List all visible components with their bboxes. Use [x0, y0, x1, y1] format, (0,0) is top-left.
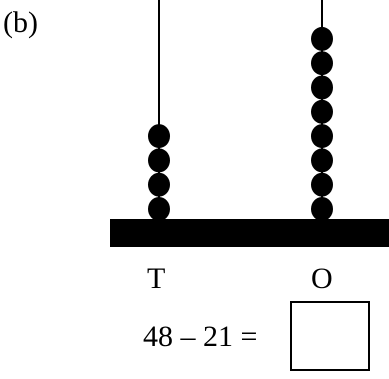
ones-bead	[311, 99, 333, 124]
abacus-base	[110, 219, 389, 247]
ones-bead	[311, 124, 333, 149]
ones-bead	[311, 172, 333, 197]
answer-box[interactable]	[290, 301, 370, 371]
ones-beads	[311, 26, 333, 221]
ones-bead	[311, 26, 333, 51]
tens-beads	[148, 124, 170, 221]
tens-bead	[148, 124, 170, 149]
tens-bead	[148, 197, 170, 221]
tens-bead	[148, 172, 170, 197]
ones-bead	[311, 197, 333, 221]
ones-bead	[311, 51, 333, 76]
subtraction-equation: 48 – 21 =	[143, 320, 258, 353]
ones-bead	[311, 75, 333, 100]
ones-bead	[311, 148, 333, 173]
ones-label: O	[311, 262, 333, 295]
part-label: (b)	[3, 6, 38, 39]
tens-bead	[148, 148, 170, 173]
tens-label: T	[147, 262, 166, 295]
